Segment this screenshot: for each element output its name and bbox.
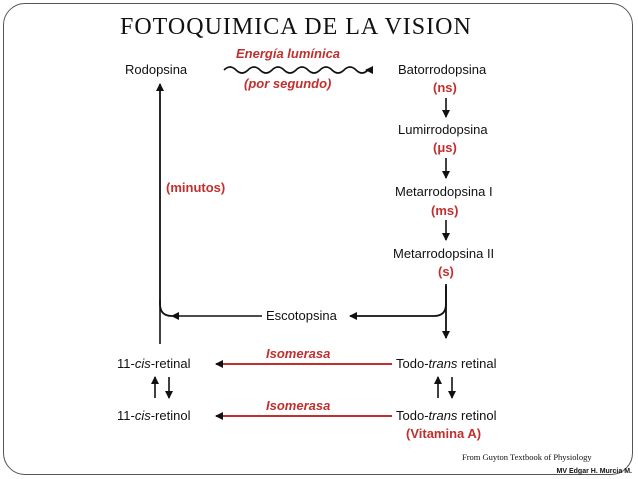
label-ns: (ns) (433, 80, 457, 95)
label-vitamina-a: (Vitamina A) (406, 426, 482, 441)
node-escotopsina: Escotopsina (266, 308, 337, 323)
label-s: (s) (438, 264, 454, 279)
node-metarrodopsina-1: Metarrodopsina I (395, 184, 493, 199)
node-rodopsina: Rodopsina (125, 62, 188, 77)
line-to-rodopsina (156, 83, 173, 317)
slide-title: FOTOQUIMICA DE LA VISION (120, 14, 472, 40)
node-11-cis-retinol: 11-cis-retinol (117, 408, 191, 423)
node-11-cis-retinal: 11-cis-retinal (117, 356, 191, 371)
light-wave-arrow (223, 66, 373, 74)
node-todo-trans-retinol: Todo-trans retinol (396, 408, 497, 423)
author-credit: MV Edgar H. Murcia M. (556, 468, 632, 475)
slide-frame (3, 3, 633, 475)
node-batorrodopsina: Batorrodopsina (398, 62, 487, 77)
node-lumirrodopsina: Lumirrodopsina (398, 122, 488, 137)
arrow-to-escotopsina (349, 286, 447, 320)
node-metarrodopsina-2: Metarrodopsina II (393, 246, 495, 261)
label-por-segundo: (por segundo) (244, 76, 332, 91)
label-minutos: (minutos) (166, 180, 226, 195)
label-isomerasa-retinal: Isomerasa (266, 346, 331, 361)
label-ms: (ms) (431, 203, 459, 218)
label-isomerasa-retinol: Isomerasa (266, 398, 331, 413)
source-credit: From Guyton Textbook of Physiology (462, 452, 592, 462)
node-todo-trans-retinal: Todo-trans retinal (396, 356, 497, 371)
label-us: (μs) (433, 140, 457, 155)
label-energia-luminica: Energía lumínica (236, 46, 341, 61)
